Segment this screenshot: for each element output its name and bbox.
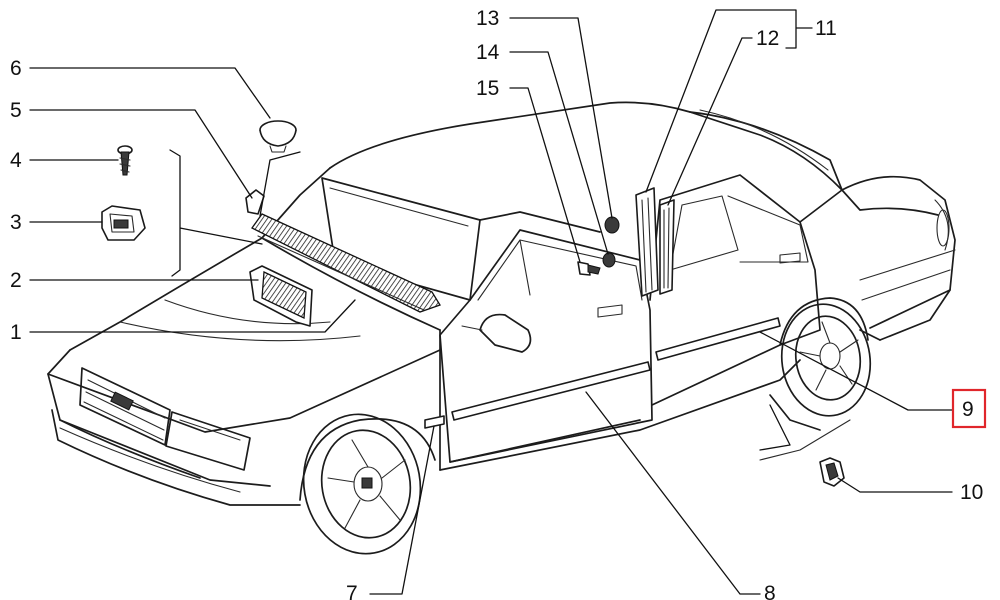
part-7-fender-molding — [424, 415, 445, 429]
part-4-screw — [117, 145, 133, 176]
car-illustration — [47, 101, 956, 555]
label-15: 15 — [476, 77, 499, 100]
label-9: 9 — [962, 398, 974, 421]
part-13-grommet — [604, 216, 620, 234]
part-10-clip — [819, 457, 845, 487]
part-8-door-molding — [451, 361, 651, 421]
label-10: 10 — [960, 481, 983, 504]
part-12-pillar-seal — [635, 187, 659, 297]
part-6-plug — [259, 120, 297, 153]
label-9-highlight-box — [951, 388, 987, 429]
label-8: 8 — [764, 582, 776, 600]
part-9-rear-door-molding — [655, 317, 781, 361]
part-15-screw — [577, 261, 601, 276]
label-7: 7 — [346, 582, 358, 600]
label-11: 11 — [815, 17, 837, 40]
label-14: 14 — [476, 41, 500, 64]
label-12: 12 — [756, 27, 779, 50]
part-2-cowl-piece — [249, 265, 313, 327]
label-3: 3 — [10, 211, 22, 234]
part-3-clip — [101, 205, 146, 241]
label-4: 4 — [10, 149, 22, 172]
label-13: 13 — [476, 7, 499, 30]
leader-lines — [29, 9, 953, 595]
label-6: 6 — [10, 57, 22, 80]
label-1: 1 — [10, 321, 22, 344]
label-2: 2 — [10, 269, 22, 292]
part-11-pillar-trim — [659, 199, 675, 295]
part-14-grommet — [602, 252, 616, 268]
part-labels: 6 5 4 3 2 1 13 14 15 12 11 10 7 8 9 — [10, 7, 987, 600]
label-5: 5 — [10, 99, 22, 122]
